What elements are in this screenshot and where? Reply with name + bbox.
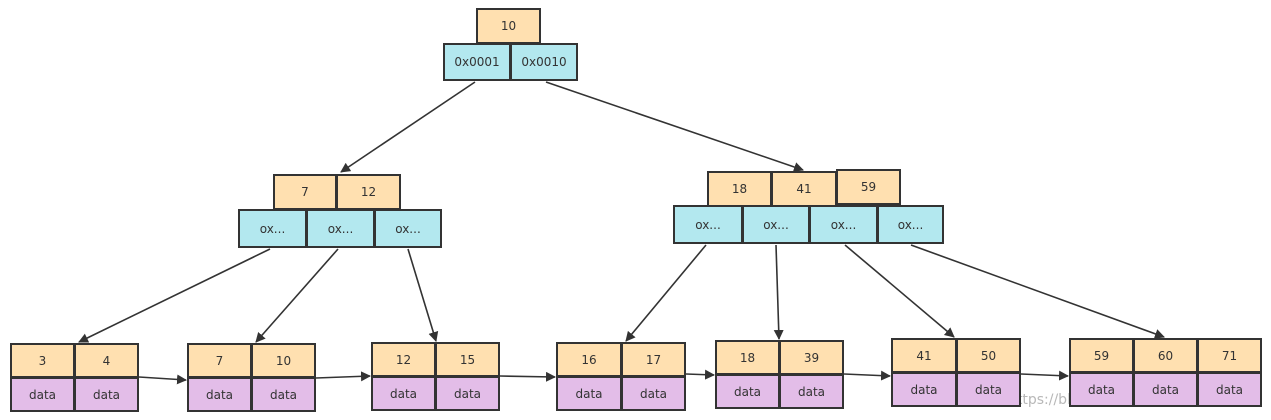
leaf-key: 41	[891, 338, 957, 373]
leaf-data: data	[956, 372, 1021, 407]
internal-pointer: ox...	[306, 209, 375, 248]
leaf-key: 15	[435, 342, 500, 377]
tree-edge	[255, 248, 339, 343]
leaf-link	[1020, 370, 1069, 381]
leaf-data: data	[74, 377, 139, 412]
leaf-data: data	[891, 372, 957, 407]
leaf-link	[685, 369, 715, 380]
leaf-data: data	[251, 377, 316, 412]
internal-pointer: ox...	[673, 205, 743, 244]
leaf-key: 18	[715, 340, 780, 375]
leaf-data: data	[779, 374, 844, 409]
tree-edge	[340, 81, 476, 173]
leaf-data: data	[621, 376, 686, 411]
leaf-key: 7	[187, 343, 252, 378]
leaf-key: 39	[779, 340, 844, 375]
leaf-link	[138, 374, 187, 385]
internal-key: 12	[336, 174, 401, 210]
internal-key: 41	[771, 171, 837, 207]
leaf-data: data	[715, 374, 780, 409]
leaf-data: data	[556, 376, 622, 411]
leaf-key: 59	[1069, 338, 1134, 373]
tree-edge	[78, 248, 271, 343]
root-pointer: 0x0001	[443, 43, 511, 81]
leaf-key: 71	[1197, 338, 1262, 373]
leaf-data: data	[1069, 372, 1134, 407]
leaf-link	[843, 370, 891, 381]
leaf-data: data	[371, 376, 436, 411]
leaf-data: data	[435, 376, 500, 411]
internal-key: 18	[707, 171, 772, 207]
leaf-key: 16	[556, 342, 622, 377]
leaf-data: data	[1197, 372, 1262, 407]
internal-pointer: ox...	[238, 209, 307, 248]
tree-edge	[910, 244, 1165, 339]
internal-pointer: ox...	[374, 209, 442, 248]
internal-pointer: ox...	[742, 205, 810, 244]
leaf-key: 3	[10, 343, 75, 378]
leaf-key: 10	[251, 343, 316, 378]
tree-edge	[625, 244, 707, 342]
internal-pointer: ox...	[877, 205, 944, 244]
leaf-link	[499, 371, 556, 382]
root-key: 10	[476, 8, 541, 44]
leaf-data: data	[187, 377, 252, 412]
tree-edge	[545, 81, 804, 172]
internal-key: 7	[273, 174, 337, 210]
tree-edge	[407, 248, 439, 342]
leaf-key: 12	[371, 342, 436, 377]
leaf-key: 50	[956, 338, 1021, 373]
internal-key: 59	[836, 169, 901, 205]
tree-edge	[844, 244, 955, 338]
leaf-data: data	[1133, 372, 1198, 407]
leaf-data: data	[10, 377, 75, 412]
root-pointer: 0x0010	[510, 43, 578, 81]
leaf-key: 4	[74, 343, 139, 378]
leaf-link	[315, 371, 371, 382]
internal-pointer: ox...	[809, 205, 878, 244]
leaf-key: 60	[1133, 338, 1198, 373]
leaf-key: 17	[621, 342, 686, 377]
tree-edge	[773, 244, 784, 340]
